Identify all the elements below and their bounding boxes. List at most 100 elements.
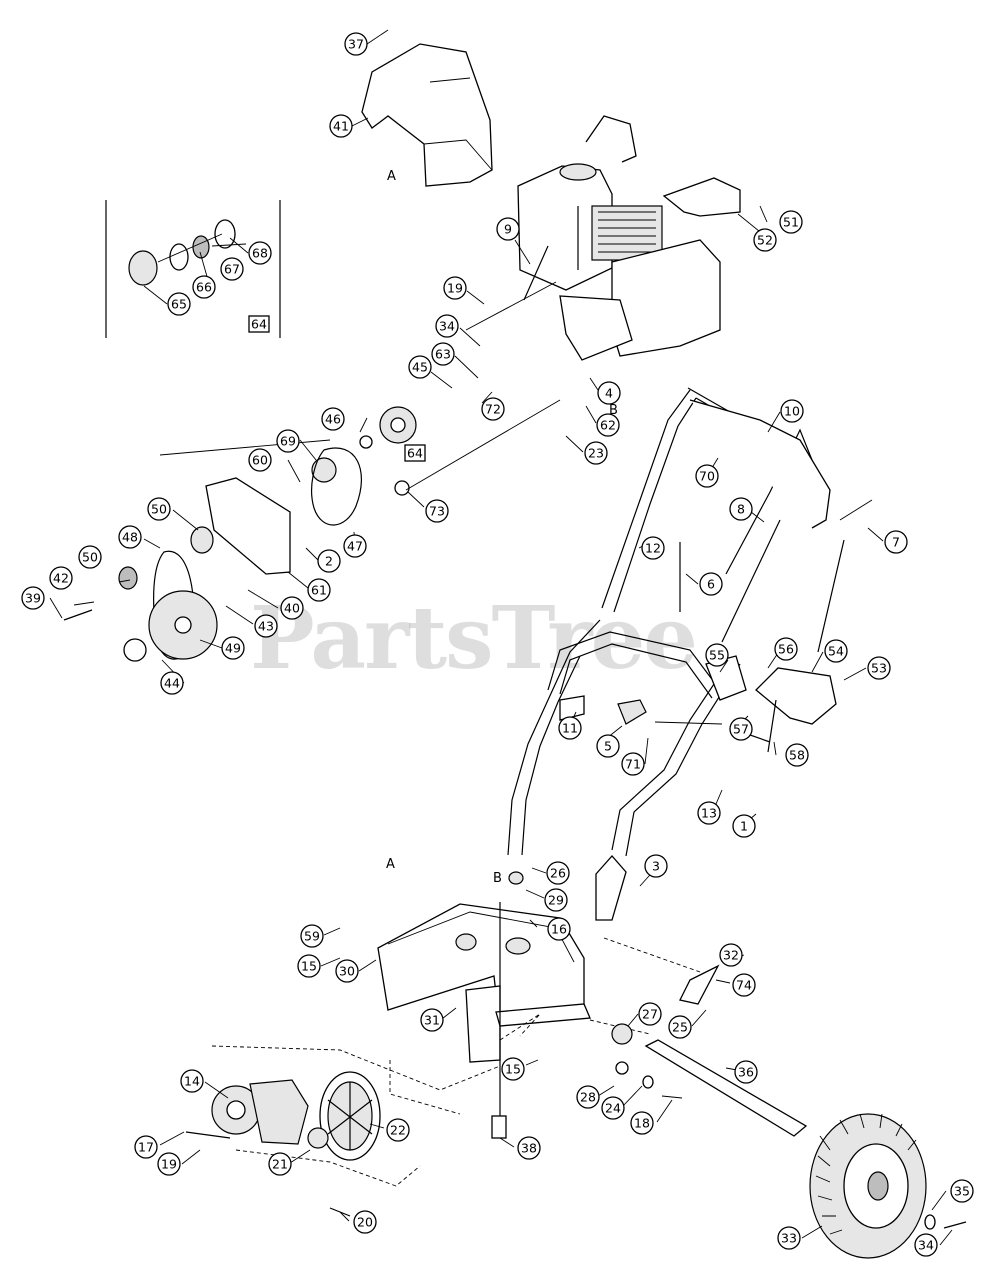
nut-29 — [508, 871, 524, 885]
callout-11: 11 — [558, 716, 582, 740]
callout-32: 32 — [719, 943, 743, 967]
svg-text:64: 64 — [251, 317, 267, 332]
svg-text:73: 73 — [429, 504, 445, 519]
svg-text:74: 74 — [736, 978, 752, 993]
svg-text:40: 40 — [284, 601, 300, 616]
callout-27: 27 — [638, 1002, 662, 1026]
svg-text:13: 13 — [701, 806, 717, 821]
svg-text:19: 19 — [447, 281, 463, 296]
callout-14: 14 — [180, 1069, 204, 1093]
svg-text:19: 19 — [161, 1157, 177, 1172]
callout-33: 33 — [777, 1226, 801, 1250]
callout-50: 50 — [147, 497, 171, 521]
ref-letter: B — [493, 871, 502, 886]
bolt-38 — [491, 1115, 507, 1139]
svg-text:20: 20 — [357, 1215, 373, 1230]
top-handle-part — [689, 399, 831, 529]
knob-part — [559, 695, 585, 721]
svg-text:30: 30 — [339, 964, 355, 979]
belt-47 — [311, 447, 363, 526]
callout-52: 52 — [753, 228, 777, 252]
callout-23: 23 — [584, 441, 608, 465]
svg-text:37: 37 — [348, 37, 364, 52]
callout-25: 25 — [668, 1015, 692, 1039]
svg-text:50: 50 — [82, 550, 98, 565]
callout-3: 3 — [644, 854, 668, 878]
svg-text:43: 43 — [258, 619, 274, 634]
svg-text:4: 4 — [605, 386, 613, 401]
svg-text:63: 63 — [435, 347, 451, 362]
svg-text:71: 71 — [625, 757, 641, 772]
callout-34: 34 — [435, 314, 459, 338]
callout-12: 12 — [641, 536, 665, 560]
axle-36 — [644, 1039, 808, 1137]
svg-text:39: 39 — [25, 591, 41, 606]
callout-72: 72 — [481, 397, 505, 421]
callout-31: 31 — [420, 1008, 444, 1032]
svg-text:72: 72 — [485, 402, 501, 417]
callout-57: 57 — [729, 717, 753, 741]
callout-54: 54 — [824, 639, 848, 663]
callout-38: 38 — [517, 1136, 541, 1160]
svg-text:38: 38 — [521, 1141, 537, 1156]
svg-text:6: 6 — [707, 577, 715, 592]
callout-26: 26 — [546, 861, 570, 885]
callout-13: 13 — [697, 801, 721, 825]
callout-61: 61 — [307, 578, 331, 602]
callout-15: 15 — [501, 1057, 525, 1081]
collar-part — [214, 219, 236, 249]
bracket-31-part — [465, 985, 501, 1063]
ref-letter: A — [386, 857, 395, 872]
svg-text:28: 28 — [580, 1090, 596, 1105]
svg-text:14: 14 — [184, 1074, 200, 1089]
callout-39: 39 — [21, 586, 45, 610]
callout-30: 30 — [335, 959, 359, 983]
callout-17: 17 — [134, 1135, 158, 1159]
callout-62: 62 — [596, 413, 620, 437]
svg-text:67: 67 — [224, 262, 240, 277]
svg-text:27: 27 — [642, 1007, 658, 1022]
gear-21 — [307, 1127, 329, 1149]
callout-21: 21 — [268, 1152, 292, 1176]
callout-60: 60 — [248, 448, 272, 472]
callout-74: 74 — [732, 973, 756, 997]
callout-34: 34 — [914, 1233, 938, 1257]
bolt-9 — [523, 245, 549, 301]
svg-text:35: 35 — [954, 1184, 970, 1199]
svg-text:65: 65 — [171, 297, 187, 312]
callout-50: 50 — [78, 545, 102, 569]
callout-24: 24 — [601, 1096, 625, 1120]
axle-wheel-assembly — [611, 1023, 967, 1259]
callout-56: 56 — [774, 637, 798, 661]
callout-28: 28 — [576, 1085, 600, 1109]
svg-text:56: 56 — [778, 642, 794, 657]
callout-49: 49 — [221, 636, 245, 660]
callout-1: 1 — [732, 814, 756, 838]
callout-18: 18 — [630, 1111, 654, 1135]
svg-text:51: 51 — [783, 215, 799, 230]
svg-text:17: 17 — [138, 1140, 154, 1155]
svg-text:2: 2 — [325, 554, 333, 569]
callout-8: 8 — [729, 497, 753, 521]
svg-text:31: 31 — [424, 1013, 440, 1028]
svg-text:34: 34 — [918, 1238, 934, 1253]
callout-19: 19 — [443, 276, 467, 300]
callout-66: 66 — [192, 275, 216, 299]
callout-4: 4 — [597, 381, 621, 405]
callout-16: 16 — [547, 917, 571, 941]
svg-text:58: 58 — [789, 748, 805, 763]
svg-text:48: 48 — [122, 530, 138, 545]
callout-29: 29 — [544, 888, 568, 912]
callout-6: 6 — [699, 572, 723, 596]
svg-text:33: 33 — [781, 1231, 797, 1246]
callout-2: 2 — [317, 549, 341, 573]
svg-text:36: 36 — [738, 1065, 754, 1080]
callout-44: 44 — [160, 671, 184, 695]
bracket-32-part — [679, 964, 720, 1005]
svg-text:66: 66 — [196, 280, 212, 295]
svg-text:47: 47 — [347, 539, 363, 554]
svg-text:16: 16 — [551, 922, 567, 937]
svg-text:70: 70 — [699, 469, 715, 484]
callout-73: 73 — [425, 499, 449, 523]
svg-text:55: 55 — [709, 648, 725, 663]
